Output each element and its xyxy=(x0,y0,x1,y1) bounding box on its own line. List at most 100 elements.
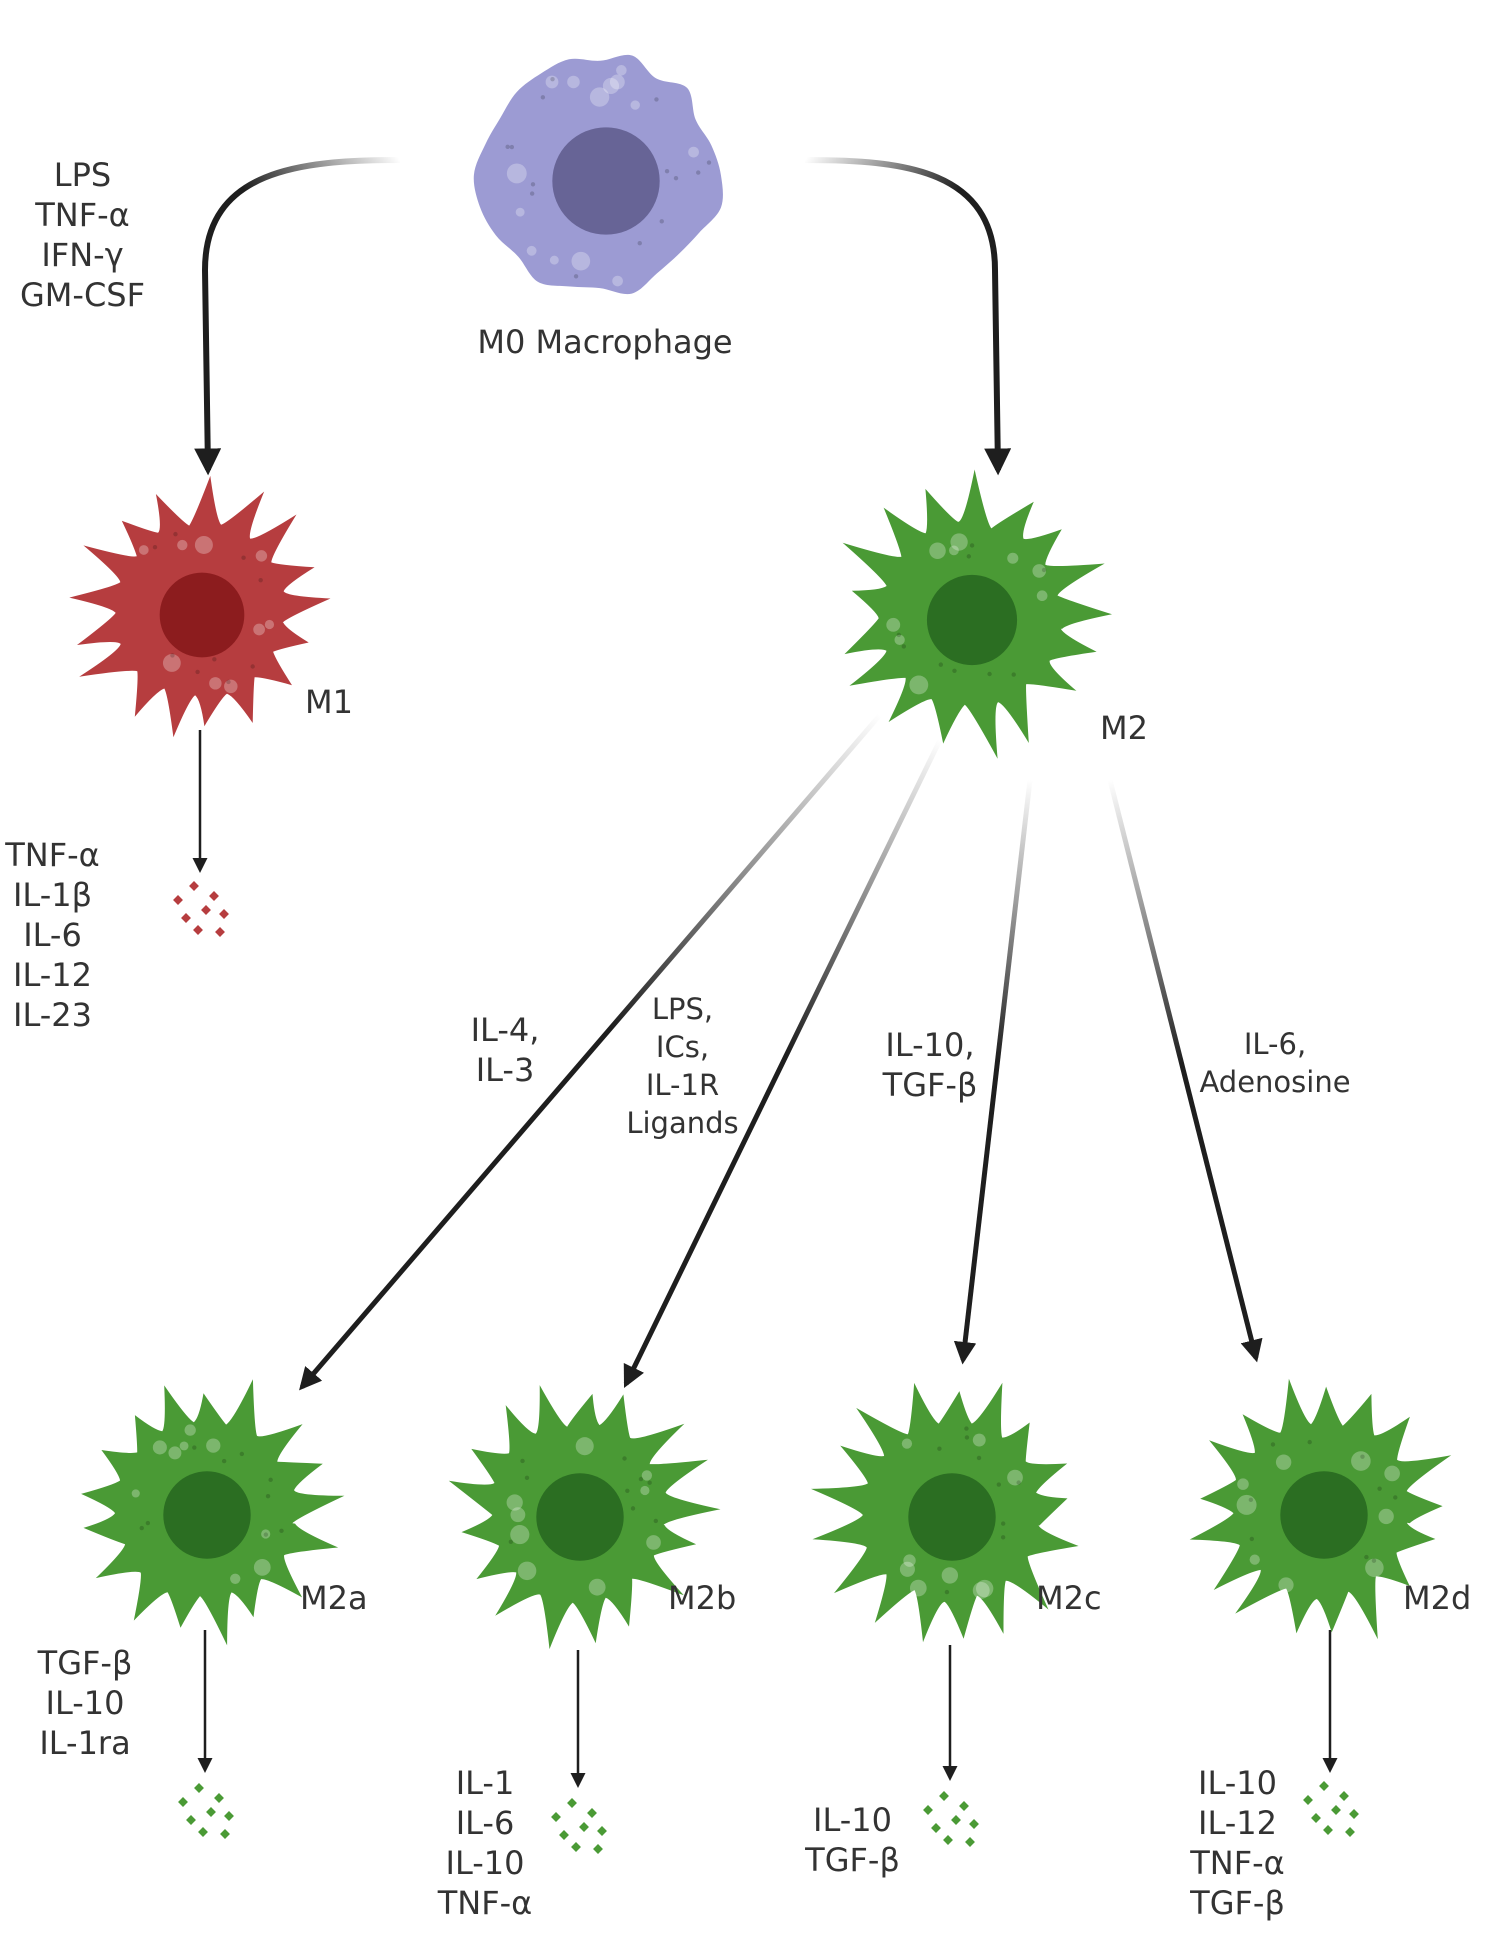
cytokine-dot xyxy=(587,1808,597,1818)
arrow-m2-to-m2b xyxy=(623,738,943,1389)
cytokine-dot xyxy=(959,1801,969,1811)
cytokine-dot xyxy=(219,909,229,919)
secretion-item: IL-12 xyxy=(13,956,92,994)
secretions-m2b-label: IL-1 IL-6 IL-10 TNF-α xyxy=(430,1763,540,1923)
cytokine-dot xyxy=(198,1827,208,1837)
cytokine-dot xyxy=(220,1829,230,1839)
cytokine-dot xyxy=(965,1837,975,1847)
cytokine-dot xyxy=(571,1842,581,1852)
stimuli-m2a-label: IL-4, IL-3 xyxy=(445,1010,565,1090)
stimulus-item: IL-10, xyxy=(885,1026,975,1064)
m2b-macrophage-cell xyxy=(448,1385,721,1650)
stimulus-item: TGF-β xyxy=(882,1066,978,1104)
cytokine-dot xyxy=(201,905,211,915)
stimuli-m2c-label: IL-10, TGF-β xyxy=(855,1025,1005,1105)
stimulus-item: ICs, xyxy=(655,1030,710,1064)
cytokine-dots-m2b xyxy=(551,1798,607,1854)
cytokine-dots-m2a xyxy=(178,1783,234,1839)
arrow-m0-to-m1 xyxy=(194,157,401,476)
cytokine-dot xyxy=(193,925,203,935)
stimuli-m2b-label: LPS, ICs, IL-1R Ligands xyxy=(610,990,755,1142)
m2a-label: M2a xyxy=(300,1579,368,1617)
cell-nucleus xyxy=(1280,1471,1368,1559)
cytokine-dot xyxy=(194,1783,204,1793)
cytokine-dot xyxy=(559,1830,569,1840)
cytokine-dots-m1 xyxy=(173,881,229,937)
m0-label: M0 Macrophage xyxy=(477,323,733,361)
stimulus-item: IL-6, xyxy=(1243,1027,1307,1061)
cell-nucleus xyxy=(159,572,245,658)
stimuli-m2d-label: IL-6, Adenosine xyxy=(1175,1025,1375,1101)
m1-macrophage-cell xyxy=(69,475,331,738)
cytokine-dot xyxy=(189,881,199,891)
cytokine-dot xyxy=(567,1798,577,1808)
cytokine-dot xyxy=(1323,1825,1333,1835)
arrow-m2-to-m2d xyxy=(1107,779,1263,1363)
m2d-label: M2d xyxy=(1403,1579,1472,1617)
cytokine-dot xyxy=(206,1807,216,1817)
cytokine-dot xyxy=(215,927,225,937)
stimulus-item: IL-3 xyxy=(475,1051,535,1089)
cytokine-dot xyxy=(173,895,183,905)
secretion-item: IL-12 xyxy=(1198,1804,1277,1842)
cytokine-dot xyxy=(224,1811,234,1821)
stimulus-item: GM-CSF xyxy=(19,276,145,314)
cell-nucleus xyxy=(552,127,660,235)
secretion-item: TGF-β xyxy=(1190,1884,1285,1922)
cytokine-dot xyxy=(214,1793,224,1803)
cytokine-dot xyxy=(1345,1827,1355,1837)
cytokine-dot xyxy=(178,1797,188,1807)
cytokine-dot xyxy=(939,1791,949,1801)
stimulus-item: LPS xyxy=(53,156,112,194)
cytokine-dot xyxy=(1319,1781,1329,1791)
secretions-m2c-label: IL-10 TGF-β xyxy=(795,1800,910,1880)
m0-macrophage-cell xyxy=(473,54,723,295)
cytokine-dots-m2c xyxy=(923,1791,979,1847)
secretion-item: IL-1 xyxy=(455,1764,515,1802)
cytokine-dot xyxy=(1349,1809,1359,1819)
secretion-item: IL-1β xyxy=(12,876,93,914)
secretion-item: IL-10 xyxy=(445,1844,525,1882)
cytokine-dot xyxy=(923,1805,933,1815)
cytokine-dots-m2d xyxy=(1303,1781,1359,1837)
secretion-item: IL-1ra xyxy=(39,1724,131,1762)
secretion-item: TGF-β xyxy=(37,1644,133,1682)
stimulus-item: LPS, xyxy=(651,992,714,1026)
secretion-item: IL-10 xyxy=(45,1684,125,1722)
secretion-item: TGF-β xyxy=(805,1841,900,1879)
cytokine-dot xyxy=(1311,1813,1321,1823)
m2c-label: M2c xyxy=(1036,1579,1102,1617)
stimulus-item: IL-4, xyxy=(470,1011,540,1049)
cytokine-dot xyxy=(186,1815,196,1825)
cytokine-dot xyxy=(597,1826,607,1836)
stimuli-m1-label: LPS TNF-α IFN-γ GM-CSF xyxy=(0,155,165,315)
cytokine-dot xyxy=(931,1823,941,1833)
secretion-item: IL-10 xyxy=(813,1801,892,1839)
cytokine-dot xyxy=(1331,1805,1341,1815)
secretions-m2d-label: IL-10 IL-12 TNF-α TGF-β xyxy=(1180,1763,1295,1923)
arrow-m2-to-m2a xyxy=(299,713,882,1391)
secretion-item: TNF-α xyxy=(1190,1844,1285,1882)
m2b-label: M2b xyxy=(668,1579,737,1617)
secretion-item: IL-6 xyxy=(23,916,82,954)
secretions-m1-label: TNF-α IL-1β IL-6 IL-12 IL-23 xyxy=(0,835,105,1035)
m2d-macrophage-cell xyxy=(1189,1378,1452,1640)
cell-nucleus xyxy=(163,1471,251,1559)
cytokine-dot xyxy=(951,1815,961,1825)
cytokine-dot xyxy=(1303,1795,1313,1805)
cytokine-dot xyxy=(181,913,191,923)
cytokine-dot xyxy=(1339,1791,1349,1801)
cytokine-dot xyxy=(579,1822,589,1832)
cytokine-dot xyxy=(593,1844,603,1854)
secretion-item: TNF-α xyxy=(5,836,100,874)
cytokine-dot xyxy=(551,1812,561,1822)
secretion-item: TNF-α xyxy=(437,1884,533,1922)
m1-label: M1 xyxy=(305,683,353,721)
cytokine-dot xyxy=(943,1835,953,1845)
cytokine-dot xyxy=(209,891,219,901)
cell-nucleus xyxy=(536,1473,624,1561)
stimulus-item: IL-1R xyxy=(645,1068,720,1102)
cytokine-dot xyxy=(969,1819,979,1829)
